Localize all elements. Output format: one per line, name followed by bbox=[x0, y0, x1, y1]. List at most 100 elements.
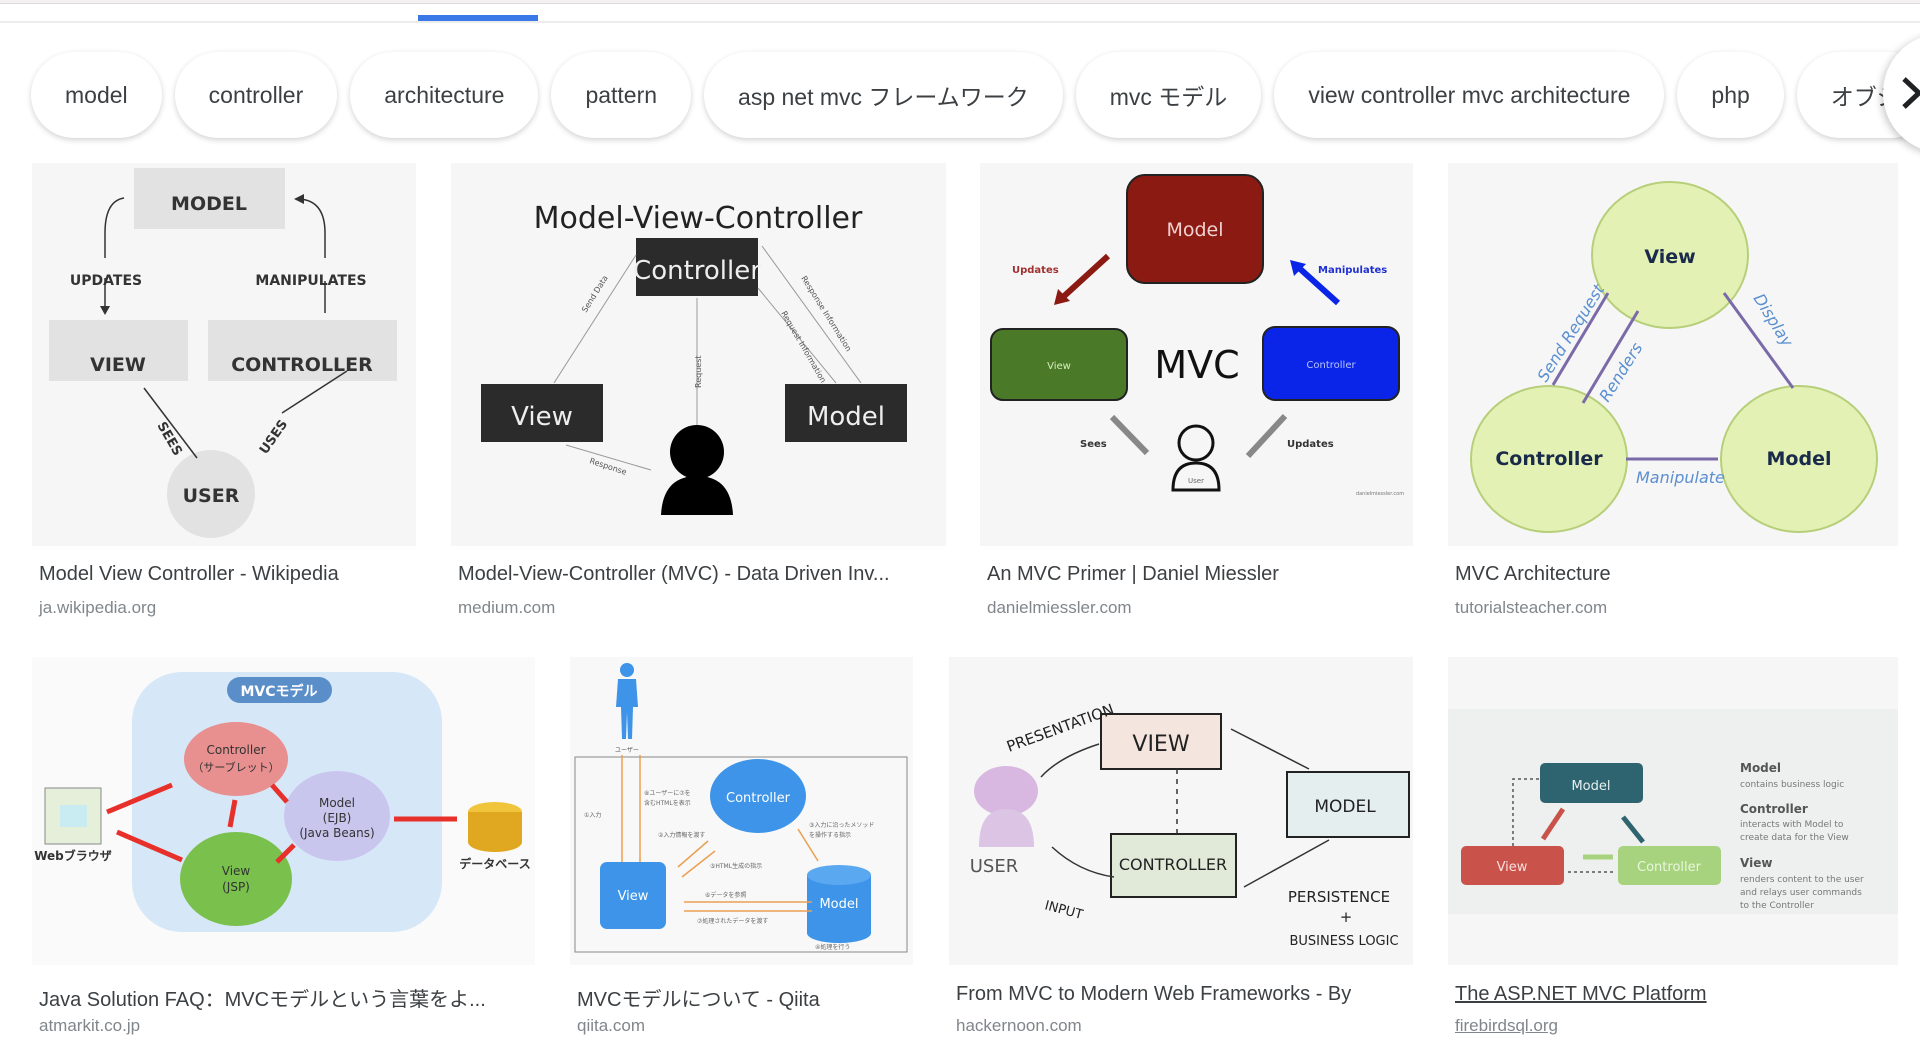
result-thumbnail[interactable]: Model View Controller Model contains bus… bbox=[1448, 657, 1898, 965]
svg-text:CONTROLLER: CONTROLLER bbox=[1119, 855, 1227, 874]
result-thumbnail[interactable]: ユーザー Controller View Model ①入力 ⑧ユーザーに⑦を … bbox=[570, 657, 913, 965]
result-card: MODEL VIEW CONTROLLER USER UPDATES MANIP… bbox=[32, 163, 416, 633]
svg-text:⑦処理されたデータを渡す: ⑦処理されたデータを渡す bbox=[697, 917, 768, 925]
svg-text:View: View bbox=[511, 402, 573, 432]
svg-text:USER: USER bbox=[183, 485, 240, 507]
svg-text:SEES: SEES bbox=[154, 420, 185, 459]
result-title[interactable]: The ASP.NET MVC Platform bbox=[1455, 983, 1707, 1005]
svg-text:(EJB): (EJB) bbox=[323, 811, 352, 825]
result-card: View Controller Model Send Request Rende… bbox=[1448, 163, 1898, 633]
svg-text:Display: Display bbox=[1750, 290, 1798, 351]
svg-text:②入力情報を渡す: ②入力情報を渡す bbox=[658, 831, 705, 839]
result-source[interactable]: atmarkit.co.jp bbox=[39, 1016, 141, 1035]
svg-text:Model: Model bbox=[1166, 219, 1223, 241]
svg-text:PERSISTENCE: PERSISTENCE bbox=[1288, 888, 1390, 906]
result-thumbnail[interactable]: Model View Controller MVC Updates Manipu… bbox=[980, 163, 1413, 546]
svg-text:⑧ユーザーに⑦を: ⑧ユーザーに⑦を bbox=[644, 790, 691, 797]
tab-divider bbox=[0, 21, 1920, 23]
svg-text:Send Data: Send Data bbox=[580, 274, 610, 314]
svg-text:⑥データを参照: ⑥データを参照 bbox=[705, 891, 746, 899]
svg-text:View: View bbox=[618, 889, 649, 904]
svg-text:Model: Model bbox=[1740, 761, 1781, 775]
svg-text:BUSINESS LOGIC: BUSINESS LOGIC bbox=[1289, 934, 1398, 949]
result-title[interactable]: An MVC Primer | Daniel Miessler bbox=[987, 563, 1279, 585]
svg-text:Controller: Controller bbox=[633, 256, 761, 286]
result-source[interactable]: tutorialsteacher.com bbox=[1455, 598, 1608, 617]
chip-php[interactable]: php bbox=[1677, 52, 1784, 138]
chip-architecture[interactable]: architecture bbox=[350, 52, 539, 138]
svg-text:Updates: Updates bbox=[1287, 439, 1334, 450]
svg-text:データベース: データベース bbox=[459, 856, 530, 871]
result-thumbnail[interactable]: View Controller Model Send Request Rende… bbox=[1448, 163, 1898, 546]
previous-results-strip bbox=[0, 0, 1920, 4]
svg-text:Webブラウザ: Webブラウザ bbox=[34, 848, 112, 863]
svg-text:Controller: Controller bbox=[206, 743, 265, 757]
result-title[interactable]: Model View Controller - Wikipedia bbox=[39, 563, 339, 585]
svg-text:⑤HTML生成の指示: ⑤HTML生成の指示 bbox=[710, 862, 762, 870]
result-card: ユーザー Controller View Model ①入力 ⑧ユーザーに⑦を … bbox=[570, 657, 913, 1054]
svg-text:renders content to the user: renders content to the user bbox=[1740, 875, 1864, 885]
svg-text:Model: Model bbox=[1571, 779, 1610, 794]
svg-text:を操作する指示: を操作する指示 bbox=[809, 831, 851, 839]
result-source[interactable]: danielmiessler.com bbox=[987, 598, 1132, 617]
svg-text:ユーザー: ユーザー bbox=[615, 747, 639, 754]
svg-text:USER: USER bbox=[970, 856, 1018, 877]
svg-text:（サーブレット）: （サーブレット） bbox=[192, 760, 279, 774]
svg-text:Model: Model bbox=[319, 796, 355, 810]
result-card: Model View Controller MVC Updates Manipu… bbox=[980, 163, 1413, 633]
result-thumbnail[interactable]: VIEW CONTROLLER MODEL USER PRESENTATION … bbox=[949, 657, 1413, 965]
svg-text:View: View bbox=[1497, 860, 1528, 875]
svg-text:含むHTMLを表示: 含むHTMLを表示 bbox=[644, 799, 691, 807]
svg-text:danielmiessler.com: danielmiessler.com bbox=[1356, 491, 1404, 497]
svg-text:Model: Model bbox=[807, 402, 885, 432]
result-source[interactable]: medium.com bbox=[458, 598, 556, 617]
svg-text:View: View bbox=[1740, 856, 1772, 870]
svg-text:Request: Request bbox=[694, 356, 703, 389]
svg-text:Controller: Controller bbox=[1495, 448, 1603, 470]
result-title[interactable]: Java Solution FAQ：MVCモデルという言葉をよ... bbox=[39, 989, 486, 1011]
svg-text:MODEL: MODEL bbox=[171, 193, 247, 215]
chip-view-controller-mvc-architecture[interactable]: view controller mvc architecture bbox=[1274, 52, 1665, 138]
result-card: Model-View-Controller Controller View Mo… bbox=[451, 163, 946, 633]
svg-text:contains business logic: contains business logic bbox=[1740, 780, 1844, 790]
result-title[interactable]: Model-View-Controller (MVC) - Data Drive… bbox=[458, 563, 890, 585]
svg-text:Model: Model bbox=[819, 897, 858, 912]
result-card: MVCモデル Controller （サーブレット） Model (EJB) (… bbox=[32, 657, 535, 1054]
svg-text:UPDATES: UPDATES bbox=[70, 273, 142, 289]
result-thumbnail[interactable]: Model-View-Controller Controller View Mo… bbox=[451, 163, 946, 546]
chip-controller[interactable]: controller bbox=[174, 52, 338, 138]
svg-text:to the Controller: to the Controller bbox=[1740, 901, 1814, 911]
result-source[interactable]: hackernoon.com bbox=[956, 1016, 1082, 1035]
svg-text:View: View bbox=[1644, 246, 1695, 268]
svg-text:VIEW: VIEW bbox=[1132, 732, 1189, 757]
result-source[interactable]: ja.wikipedia.org bbox=[39, 598, 157, 617]
result-title[interactable]: From MVC to Modern Web Frameworks - By bbox=[956, 983, 1352, 1005]
chip-mvc-model[interactable]: mvc モデル bbox=[1075, 52, 1262, 138]
chip-asp-net-mvc-framework[interactable]: asp net mvc フレームワーク bbox=[704, 52, 1063, 138]
result-title[interactable]: MVCモデルについて - Qiita bbox=[577, 989, 820, 1011]
chip-pattern[interactable]: pattern bbox=[551, 52, 692, 138]
result-card: Model View Controller Model contains bus… bbox=[1448, 657, 1898, 1054]
result-title[interactable]: MVC Architecture bbox=[1455, 563, 1611, 585]
result-thumbnail[interactable]: MVCモデル Controller （サーブレット） Model (EJB) (… bbox=[32, 657, 535, 965]
svg-text:Sees: Sees bbox=[1080, 439, 1107, 450]
svg-text:INPUT: INPUT bbox=[1043, 898, 1084, 923]
chip-model[interactable]: model bbox=[31, 52, 162, 138]
svg-text:Model-View-Controller: Model-View-Controller bbox=[534, 201, 863, 236]
svg-text:MVCモデル: MVCモデル bbox=[240, 683, 317, 700]
svg-text:interacts with Model to: interacts with Model to bbox=[1740, 820, 1844, 830]
svg-text:Response: Response bbox=[588, 456, 627, 476]
svg-text:Controller: Controller bbox=[1306, 360, 1356, 371]
svg-text:Controller: Controller bbox=[1740, 802, 1808, 816]
svg-text:Manipulate: Manipulate bbox=[1636, 468, 1725, 487]
svg-text:(JSP): (JSP) bbox=[222, 880, 250, 894]
svg-text:Updates: Updates bbox=[1012, 265, 1059, 276]
result-source[interactable]: firebirdsql.org bbox=[1455, 1016, 1558, 1035]
svg-text:create data for the View: create data for the View bbox=[1740, 833, 1849, 843]
chevron-right-icon bbox=[1902, 77, 1920, 109]
svg-text:+: + bbox=[1340, 908, 1353, 926]
result-source[interactable]: qiita.com bbox=[577, 1016, 646, 1035]
active-tab-indicator bbox=[418, 15, 538, 21]
svg-text:MVC: MVC bbox=[1154, 343, 1239, 387]
result-thumbnail[interactable]: MODEL VIEW CONTROLLER USER UPDATES MANIP… bbox=[32, 163, 416, 546]
